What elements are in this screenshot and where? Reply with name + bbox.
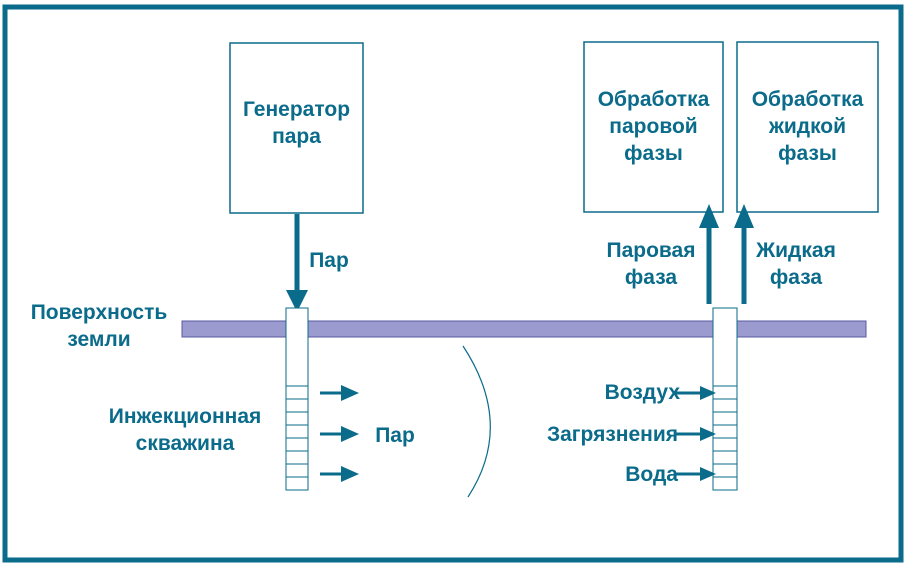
contaminants-label: Загрязнения [546,423,678,446]
steam-generator-line-1: Генератор [242,98,351,121]
ground-surface-bar [181,320,867,338]
liquid-treatment-line-1: Обработка [751,88,864,111]
vapor-phase-label: Паровая фаза [596,237,706,291]
liquid-treatment-line-3: фазы [778,142,837,165]
liquid-phase-line-1: Жидкая [756,239,836,262]
water-label: Вода [625,463,678,486]
injection-arrow-2 [320,426,359,442]
vapor-treatment-box [583,41,724,213]
liquid-phase-up-arrow [734,204,754,304]
injection-well-label: Инжекционная скважина [95,403,275,457]
steam-down-arrowhead [286,290,308,312]
liquid-phase-label: Жидкая фаза [746,237,846,291]
steam-injected-label: Пар [375,424,415,447]
vapor-treatment-label: Обработка паровой фазы [584,86,723,167]
ground-surface-line-1: Поверхность [30,301,168,324]
vapor-phase-line-2: фаза [624,266,678,289]
extraction-well [712,307,738,491]
steam-front-curve [462,345,491,498]
liquid-treatment-box [736,41,879,213]
vapor-treatment-line-1: Обработка [597,88,710,111]
ground-surface-line-2: земли [67,328,131,351]
vapor-treatment-line-2: паровой [609,115,698,138]
liquid-phase-line-2: фаза [769,266,823,289]
injection-arrow-3 [320,466,359,482]
vapor-phase-line-1: Паровая [606,239,696,262]
liquid-treatment-label: Обработка жидкой фазы [737,86,878,167]
outer-frame [2,4,904,563]
vapor-treatment-line-3: фазы [624,142,683,165]
injection-well [285,307,309,491]
steam-generator-box [229,42,364,214]
steam-generator-label: Генератор пара [230,96,363,150]
air-label: Воздух [604,381,680,404]
ground-surface-label: Поверхность земли [14,299,184,353]
injection-arrow-1 [320,385,359,401]
injection-well-line-1: Инжекционная [108,405,262,428]
water-inflow-arrow [676,467,716,481]
steam-down-label: Пар [309,249,349,272]
air-inflow-arrow [676,386,716,400]
steam-generator-line-2: пара [272,125,321,148]
liquid-treatment-line-2: жидкой [768,115,847,138]
contaminants-inflow-arrow [676,427,716,441]
vapor-phase-up-arrow [699,204,719,304]
injection-well-line-2: скважина [135,432,235,455]
